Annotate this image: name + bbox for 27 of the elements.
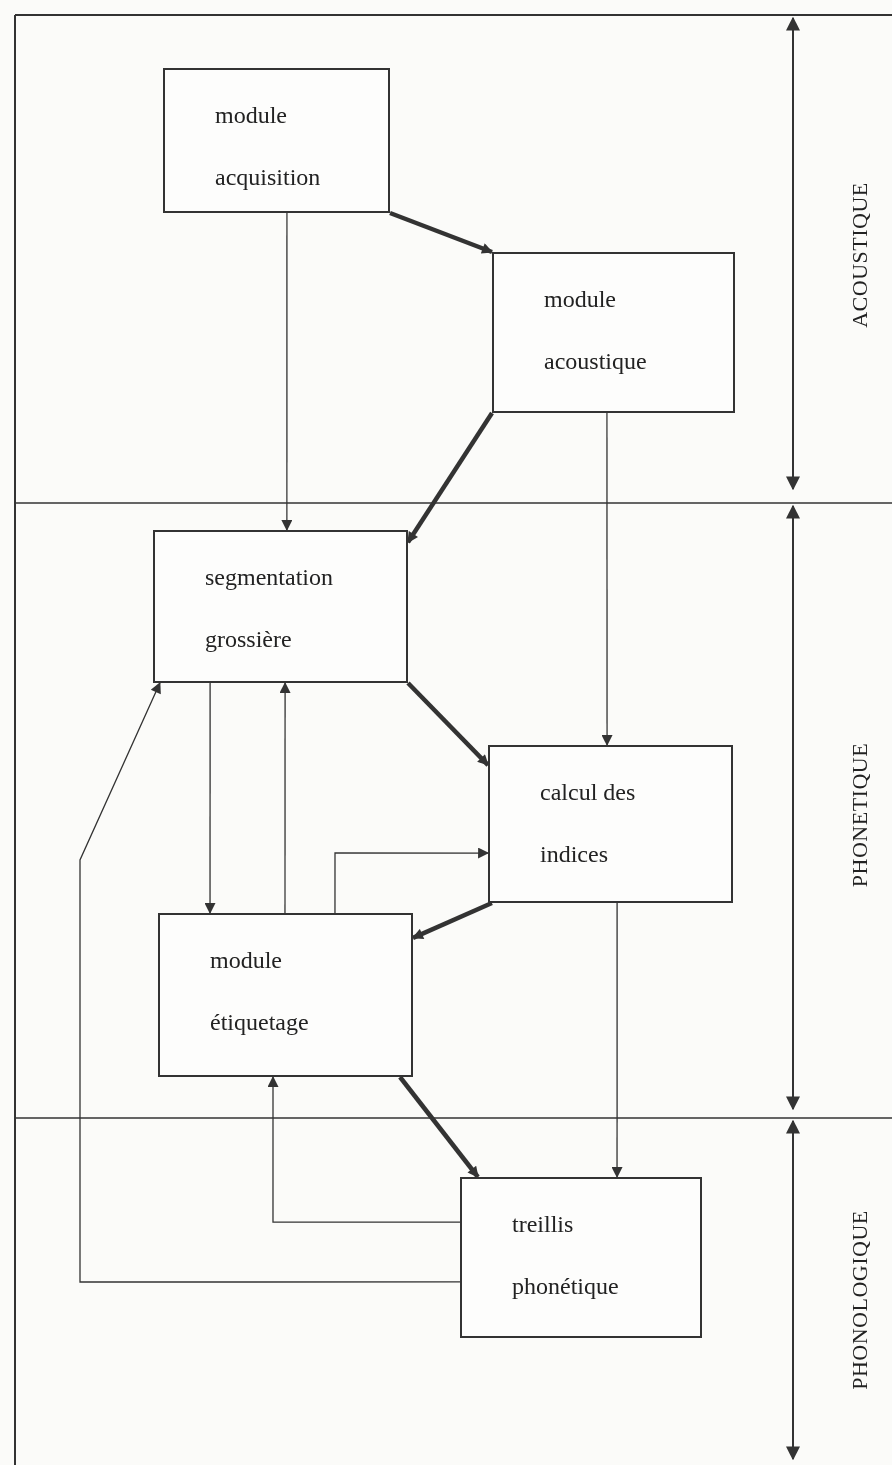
arrow xyxy=(281,212,293,532)
node-text: module acoustique xyxy=(544,285,648,376)
arrow xyxy=(406,681,490,767)
node-text: segmentation grossière xyxy=(205,563,334,654)
node-text: module acquisition xyxy=(215,101,322,192)
process-box xyxy=(488,745,733,903)
process-box xyxy=(163,68,390,213)
arrow xyxy=(389,210,494,255)
band-label: PHONETIQUE xyxy=(847,742,873,888)
process-box xyxy=(460,1177,702,1338)
arrow xyxy=(398,1075,480,1179)
arrow xyxy=(204,682,216,915)
process-box xyxy=(153,530,408,683)
arrow xyxy=(334,847,490,914)
process-box xyxy=(158,913,413,1077)
node-text: module étiquetage xyxy=(210,946,310,1037)
band-label: PHONOLOGIQUE xyxy=(847,1210,873,1390)
arrow xyxy=(601,412,613,747)
node-text: treillis phonétique xyxy=(512,1210,620,1301)
arrow xyxy=(79,682,461,1283)
arrow xyxy=(267,1075,461,1223)
node-text: calcul des indices xyxy=(540,778,637,869)
arrow xyxy=(412,900,493,940)
band-label: ACOUSTIQUE xyxy=(847,182,873,328)
arrow xyxy=(279,681,291,914)
arrow xyxy=(611,902,623,1179)
process-box xyxy=(492,252,735,413)
